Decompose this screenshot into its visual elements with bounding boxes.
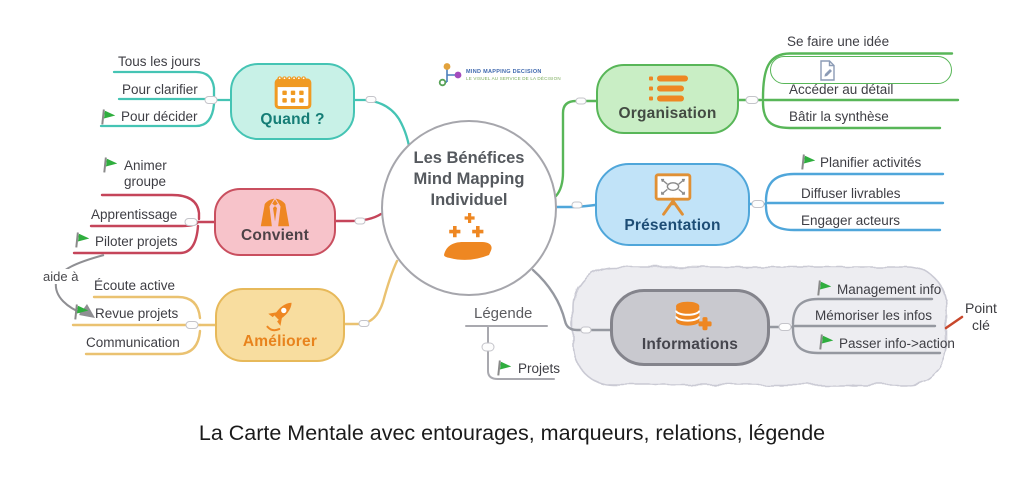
logo-brand-text: MIND MAPPING DECISION: [466, 69, 542, 75]
rocket-icon: [266, 302, 292, 332]
collapse-pills: [184, 96, 792, 352]
bullet-list-icon: [648, 75, 688, 102]
legend-lines: [465, 325, 555, 380]
central-topic-title: Les Bénéfices Mind Mapping Individuel: [383, 148, 555, 211]
subtopic-ecoute-active: Écoute active: [94, 278, 176, 293]
flag-icon: [495, 360, 513, 378]
legend-title: Légende: [474, 305, 533, 322]
topic-ameliorer: Améliorer: [215, 288, 345, 362]
subtopic-planifier-activites: Planifier activités: [820, 155, 922, 170]
easel-icon: [654, 173, 691, 216]
topic-quand: Quand ?: [230, 63, 355, 140]
branch-lines-informations: [531, 268, 942, 355]
flag-icon: [101, 157, 119, 175]
flag-icon: [72, 304, 90, 322]
note-icon: [820, 60, 835, 81]
topic-presentation: Présentation: [595, 163, 750, 246]
flag-icon: [815, 280, 833, 298]
subtopic-animer-groupe: Animer groupe: [124, 158, 167, 189]
topic-informations-label: Informations: [641, 336, 739, 353]
subtopic-acceder-au-detail: Accéder au détail: [789, 82, 894, 97]
subtopic-memoriser-les-infos: Mémoriser les infos: [815, 308, 933, 323]
central-title-line3: Individuel: [430, 191, 508, 209]
database-plus-icon: [675, 301, 712, 331]
subtopic-communication: Communication: [86, 335, 180, 350]
legend-item-projets: Projets: [518, 361, 561, 376]
point-cle-annotation: Point clé: [965, 300, 997, 333]
subtopic-batir-la-synthese: Bâtir la synthèse: [789, 109, 889, 124]
suit-icon: [260, 198, 290, 227]
subtopic-tous-les-jours: Tous les jours: [118, 54, 201, 69]
central-title-line1: Les Bénéfices: [413, 149, 525, 167]
subtopic-passer-info-action: Passer info->action: [839, 336, 955, 351]
calendar-icon: [274, 76, 311, 109]
central-title-line2: Mind Mapping: [413, 170, 525, 188]
subtopic-pour-decider: Pour décider: [121, 109, 198, 124]
subtopic-management-info: Management info: [837, 282, 942, 297]
flag-icon: [73, 232, 91, 250]
relation-label: aide à: [41, 269, 81, 284]
logo-tagline-text: LE VISUEL AU SERVICE DE LA DÉCISION: [466, 76, 561, 81]
flag-icon: [817, 334, 835, 352]
topic-organisation: Organisation: [596, 64, 739, 134]
topic-convient: Convient: [214, 188, 336, 256]
topic-convient-label: Convient: [241, 227, 309, 244]
subtopic-piloter-projets: Piloter projets: [95, 234, 178, 249]
subtopic-apprentissage: Apprentissage: [91, 207, 178, 222]
subtopic-pour-clarifier: Pour clarifier: [122, 82, 198, 97]
topic-ameliorer-label: Améliorer: [242, 333, 318, 350]
subtopic-engager-acteurs: Engager acteurs: [801, 213, 901, 228]
branch-lines-organisation: [554, 52, 960, 198]
topic-informations: Informations: [610, 289, 770, 366]
topic-quand-label: Quand ?: [260, 111, 325, 128]
point-cle-connector: [944, 315, 964, 330]
topic-presentation-label: Présentation: [624, 217, 721, 234]
image-caption: La Carte Mentale avec entourages, marque…: [198, 421, 826, 445]
flag-icon: [799, 154, 817, 172]
logo-mindmap-icon: [438, 63, 462, 87]
subtopic-revue-projets: Revue projets: [95, 306, 179, 321]
subtopic-se-faire-une-idee: Se faire une idée: [787, 34, 890, 49]
hand-sparkles-icon: [444, 213, 492, 260]
flag-icon: [99, 109, 117, 127]
note-attachment-box: [770, 56, 952, 84]
brand-logo: MIND MAPPING DECISION LE VISUEL AU SERVI…: [437, 61, 561, 89]
central-topic: Les Bénéfices Mind Mapping Individuel: [381, 120, 557, 296]
topic-organisation-label: Organisation: [618, 105, 717, 122]
subtopic-diffuser-livrables: Diffuser livrables: [801, 186, 901, 201]
